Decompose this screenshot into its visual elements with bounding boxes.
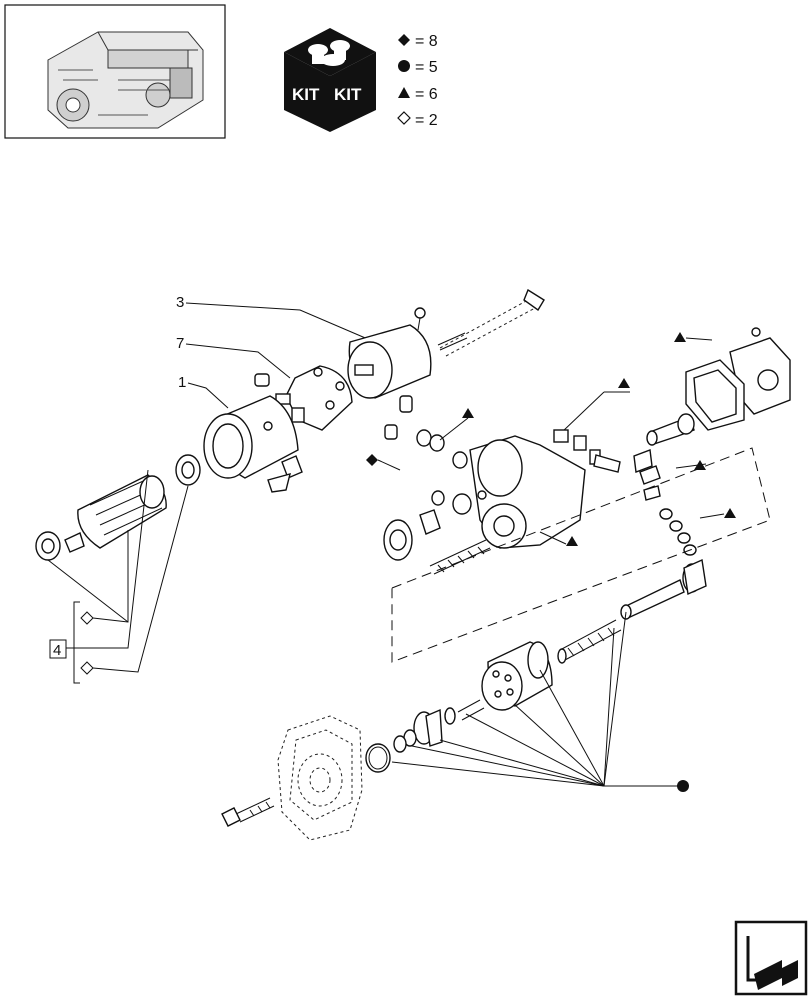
spring-upper [429,539,491,575]
pinion-gears [383,490,472,561]
callout-4-label: 4 [53,642,61,659]
diamond-outline-icon [80,611,94,625]
next-page-arrow-icon[interactable] [734,920,808,996]
legend-triangle-count: = 6 [415,86,438,103]
screw-top-icon [414,307,426,331]
diamond-marker-icon [366,454,378,466]
engine-thumbnail [4,4,226,139]
triangle-filled-icon [398,87,410,98]
dashed-assembly-outline [391,447,771,663]
triangle-marker-icon [462,408,474,418]
lower-pinion [413,708,443,747]
diamond-outline-icon [397,111,411,125]
bearing-right [175,454,201,486]
kit-box-icon: KIT KIT [284,28,376,132]
legend-diamond-count: = 8 [415,33,438,50]
bushing [254,373,270,387]
legend-diamond-outline-count: = 2 [415,112,438,129]
diamond-filled-icon [398,34,410,46]
armature [64,474,167,553]
pin [399,395,413,413]
triangle-marker-icon [566,536,578,546]
circle-marker-icon [677,780,689,792]
callout-1: 1 [178,374,229,409]
triangle-marker-icon [618,378,630,388]
terminal-parts [633,449,661,501]
kit-label-right: KIT [334,85,362,104]
diamond-outline-icon [80,661,94,675]
callout-1-label: 1 [178,374,186,391]
callout-7-label: 7 [176,335,184,352]
triangle-marker-icon [724,508,736,518]
solenoid-cover [685,327,791,431]
callout-3: 3 [176,294,371,341]
kit-label-left: KIT [292,85,320,104]
ghost-mounting-housing [277,715,363,841]
solenoid-plunger [646,413,695,446]
symbol-legend: = 8 = 5 = 6 = 2 [397,33,438,129]
brush-clips [553,429,621,473]
planetary-gear-carrier [481,641,553,711]
circle-filled-icon [398,60,410,72]
brush-holder-plate [275,365,353,431]
retaining-rings [365,729,417,773]
legend-circle-count: = 5 [415,59,438,76]
bearing-left [35,531,61,561]
stator-housing [203,395,303,493]
callout-3-label: 3 [176,294,184,311]
small-spring [444,699,485,725]
washer-set-upper [384,424,468,469]
solenoid-body [469,435,586,549]
mounting-bolt [221,797,275,827]
triangle-marker-icon [674,332,686,342]
circle-leader-lines [391,611,680,787]
drive-end-cover [347,324,432,399]
callout-4-group: 4 [47,469,189,684]
spring-lower [557,619,622,664]
through-bolt [437,288,545,357]
washer-set-right [659,508,697,556]
callout-7: 7 [176,335,291,379]
drive-shaft [620,558,707,620]
